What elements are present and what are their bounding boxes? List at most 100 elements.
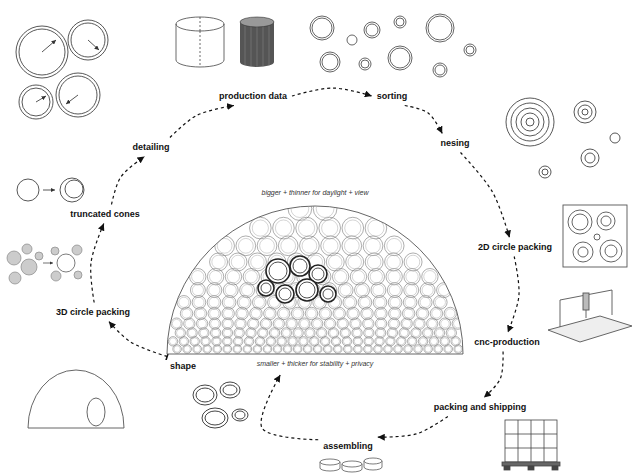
dome-rings [435, 346, 441, 352]
stacked-parts [320, 459, 340, 465]
dome-rings [418, 296, 432, 310]
dome-rings [184, 346, 190, 352]
step-label: cnc-production [474, 337, 540, 348]
dome-rings [429, 337, 438, 346]
dome-rings [252, 220, 268, 236]
dome-rings [212, 337, 221, 346]
dome-rings [333, 338, 340, 345]
dome-rings [304, 346, 310, 352]
dome-rings [202, 338, 209, 345]
dome-rings [188, 329, 196, 337]
dome-rings [345, 346, 351, 352]
dome-rings [422, 285, 433, 296]
dome-rings [174, 346, 180, 352]
dome-rings [420, 338, 427, 345]
dome-rings [168, 197, 463, 354]
cone-icon [65, 180, 83, 198]
ring-cluster [232, 409, 248, 421]
dome-rings [236, 236, 256, 256]
detail-rings [59, 76, 97, 114]
dome-rings [395, 346, 401, 352]
detail-rings [42, 40, 56, 52]
dome-rings [306, 329, 314, 337]
dome-rings [210, 309, 219, 318]
packing-3d-icon [51, 247, 59, 255]
dome-rings [237, 309, 246, 318]
mesh-cylinder [251, 27, 252, 66]
nested-rings [526, 118, 534, 126]
process-step: 3D circle packing [54, 306, 132, 319]
dome-rings [200, 329, 208, 337]
dome-rings [441, 319, 449, 327]
dome-rings [262, 319, 270, 327]
dome-rings [366, 238, 381, 253]
flow-arrow [261, 375, 318, 440]
dome-rings [235, 329, 243, 337]
dome-rings [364, 319, 372, 327]
packed-sheet [605, 245, 617, 257]
packed-sheet [594, 234, 600, 240]
packing-3d-icon [22, 244, 32, 254]
dome-rings [251, 255, 264, 268]
packed-sheet [572, 214, 588, 230]
cnc-machine [548, 316, 632, 342]
sorted-rings [394, 16, 406, 28]
dome-rings [288, 197, 312, 221]
detail-rings [22, 88, 50, 116]
cylinder-model [176, 17, 224, 31]
dome-rings [245, 271, 257, 283]
dome-rings [254, 297, 264, 307]
dome-rings [385, 346, 391, 352]
dome-rings [323, 238, 338, 253]
mesh-cylinder [257, 27, 258, 67]
ring-cluster [235, 411, 245, 419]
nested-rings [610, 133, 620, 143]
dome-rings [224, 346, 230, 352]
flow-arrow [405, 106, 443, 134]
ring-cluster [223, 385, 237, 395]
dome-rings [454, 319, 462, 327]
dome-rings [415, 346, 421, 352]
dome-rings [420, 283, 435, 298]
flow-arrow [460, 153, 509, 238]
dome-rings [375, 346, 381, 352]
packed-sheet [601, 216, 611, 226]
step-label: assembling [323, 441, 373, 452]
dome-rings [213, 338, 220, 345]
ring-cluster [205, 411, 225, 425]
step-label: detailing [132, 142, 169, 153]
dome-rings [446, 309, 455, 318]
packing-3d-icon [35, 252, 43, 260]
packing-3d-icon [7, 251, 21, 265]
mesh-cylinder [240, 17, 274, 27]
detail-rings [88, 40, 99, 50]
dome-rings [367, 255, 380, 268]
dome-rings [409, 338, 416, 345]
cylinder-model [176, 17, 224, 67]
dome-shape-icon [28, 370, 124, 428]
cnc-machine [548, 290, 632, 342]
dome-shape-icon [28, 370, 124, 428]
dome-rings [194, 346, 200, 352]
packed-sheet [568, 210, 592, 234]
dome-rings [362, 309, 371, 318]
dome-rings [384, 236, 404, 256]
dome-rings [404, 253, 422, 271]
detail-rings [19, 85, 53, 119]
dome-rings [191, 338, 198, 345]
pallet [531, 420, 532, 462]
pallet [502, 462, 560, 466]
dome-rings [239, 297, 249, 307]
sorted-rings [361, 60, 369, 68]
dome-rings [215, 236, 235, 256]
stacked-parts [364, 458, 382, 464]
dome-rings [281, 238, 296, 253]
dome-rings [326, 319, 334, 327]
ring-cluster [220, 382, 240, 398]
pallet [505, 420, 557, 462]
dome-rings [207, 269, 223, 285]
dome-rings [437, 283, 452, 298]
pallet [528, 466, 534, 470]
sorted-rings [464, 44, 476, 56]
dome-rings [233, 345, 242, 354]
